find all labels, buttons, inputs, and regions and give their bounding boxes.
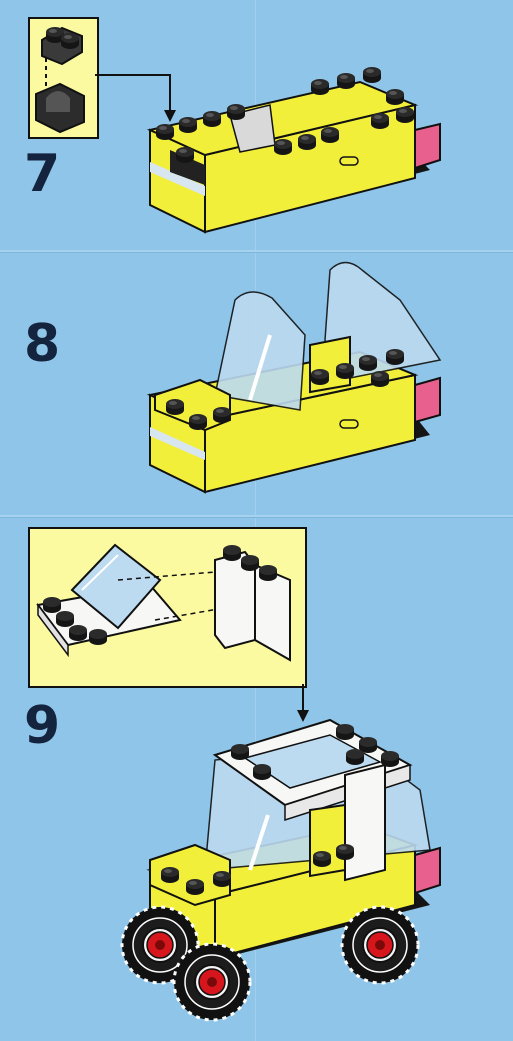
fold-line-2 xyxy=(0,515,513,518)
step-7-number: 7 xyxy=(24,144,61,204)
step-8-number: 8 xyxy=(24,314,61,374)
step-7-arrow xyxy=(95,74,171,112)
vertical-fold-line xyxy=(255,0,256,1041)
step-7-car-model xyxy=(146,67,441,234)
step-7-part-icon xyxy=(35,26,85,134)
step-9-car-model xyxy=(120,718,441,1022)
step-9-part-diagram xyxy=(36,543,291,662)
step-9-number: 9 xyxy=(24,696,61,756)
fold-line-1 xyxy=(0,250,513,253)
step-8-car-model xyxy=(146,261,442,494)
